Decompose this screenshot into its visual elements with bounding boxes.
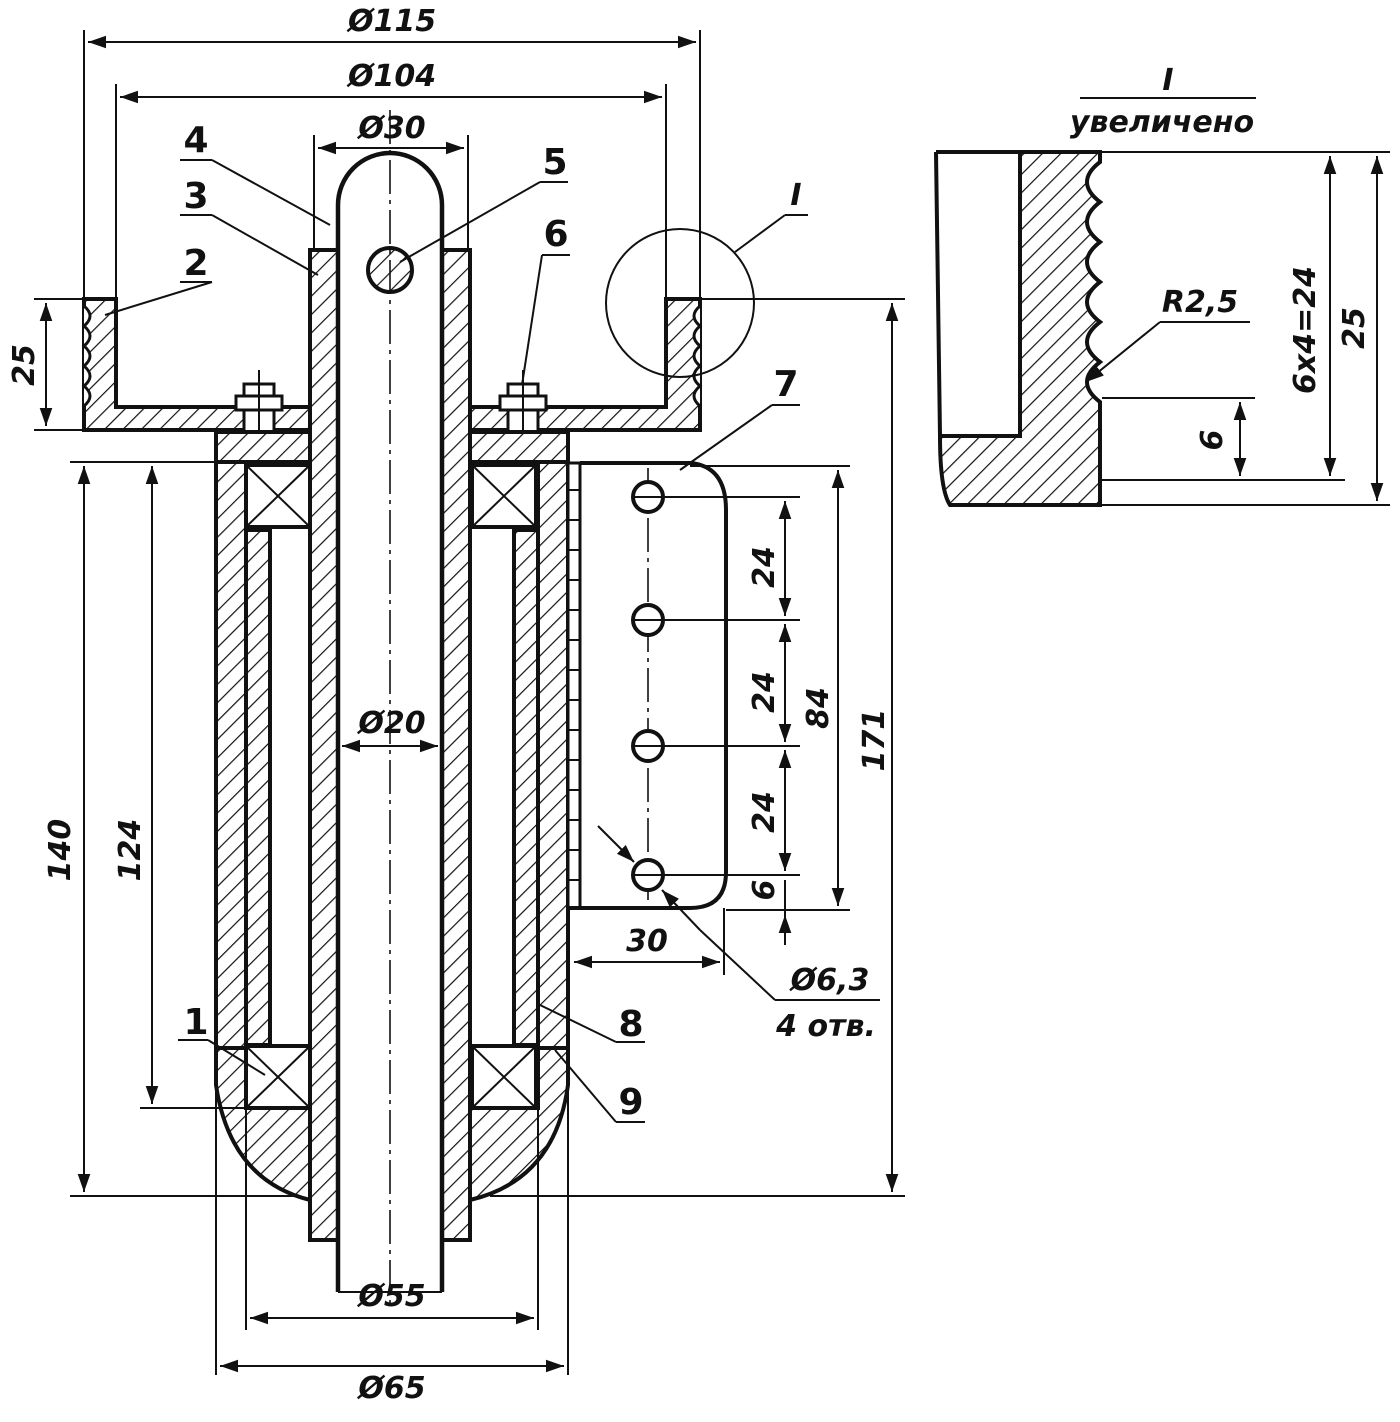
detail-caption: увеличено	[1070, 105, 1254, 140]
bearing-top-right	[470, 463, 538, 529]
dim-hole-count: 4 отв.	[775, 1009, 876, 1044]
dim-d65: Ø65	[356, 1371, 425, 1406]
spacer-left	[244, 528, 272, 1047]
part-number-5: 5	[542, 142, 567, 183]
dim-d20: Ø20	[356, 706, 425, 741]
spacer-part-8	[512, 528, 540, 1047]
washer-left	[214, 430, 312, 464]
bracket-part-7	[566, 461, 800, 910]
dim-spacing-3: 24	[747, 791, 782, 833]
detail-step: 6	[1195, 430, 1230, 451]
dim-spacing-2: 24	[747, 671, 782, 713]
part-number-8: 8	[618, 1004, 643, 1045]
detail-height: 25	[1337, 307, 1372, 349]
detail-callout-circle	[605, 228, 755, 378]
dim-h25: 25	[7, 344, 42, 386]
bearing-part-1	[244, 1044, 312, 1110]
part-number-4: 4	[183, 120, 208, 161]
housing-part-9	[214, 460, 570, 1203]
part-number-7: 7	[773, 364, 798, 405]
bearing-top-left	[244, 463, 312, 529]
part-number-6: 6	[543, 214, 568, 255]
part-number-1: 1	[183, 1002, 208, 1043]
bearing-bottom-right	[470, 1044, 538, 1110]
washer-right	[468, 430, 570, 464]
dim-spacing-1: 24	[747, 546, 782, 588]
part-number-9: 9	[618, 1082, 643, 1123]
dim-offset-6: 6	[747, 880, 782, 901]
dim-d55: Ø55	[356, 1279, 425, 1314]
dim-d115: Ø115	[346, 4, 436, 39]
detail-callout-mark: I	[790, 178, 801, 213]
dim-h171: 171	[857, 709, 892, 772]
detail-radius: R2,5	[1162, 285, 1238, 320]
dim-d30: Ø30	[356, 111, 425, 146]
dim-h140: 140	[43, 819, 78, 882]
dim-d104: Ø104	[346, 59, 436, 94]
dim-h124: 124	[113, 819, 148, 882]
detail-mark: I	[1162, 63, 1173, 98]
dim-h84: 84	[801, 687, 836, 729]
detail-view: I увеличено R2,5 6x4=24 25 6	[934, 63, 1390, 507]
main-view: Ø115 Ø104 Ø30 Ø20 Ø55 Ø65 25 140 124 171…	[7, 4, 905, 1406]
sleeve-right	[440, 248, 472, 1242]
dimension-lines	[34, 30, 905, 1375]
part-number-2: 2	[183, 243, 208, 284]
sleeve-part-3	[308, 248, 340, 1242]
dim-width-30: 30	[626, 924, 668, 959]
part-number-3: 3	[183, 176, 208, 217]
part-leaders	[104, 159, 800, 1123]
detail-pitch: 6x4=24	[1288, 266, 1323, 394]
dim-hole-diameter: Ø6,3	[789, 963, 870, 998]
